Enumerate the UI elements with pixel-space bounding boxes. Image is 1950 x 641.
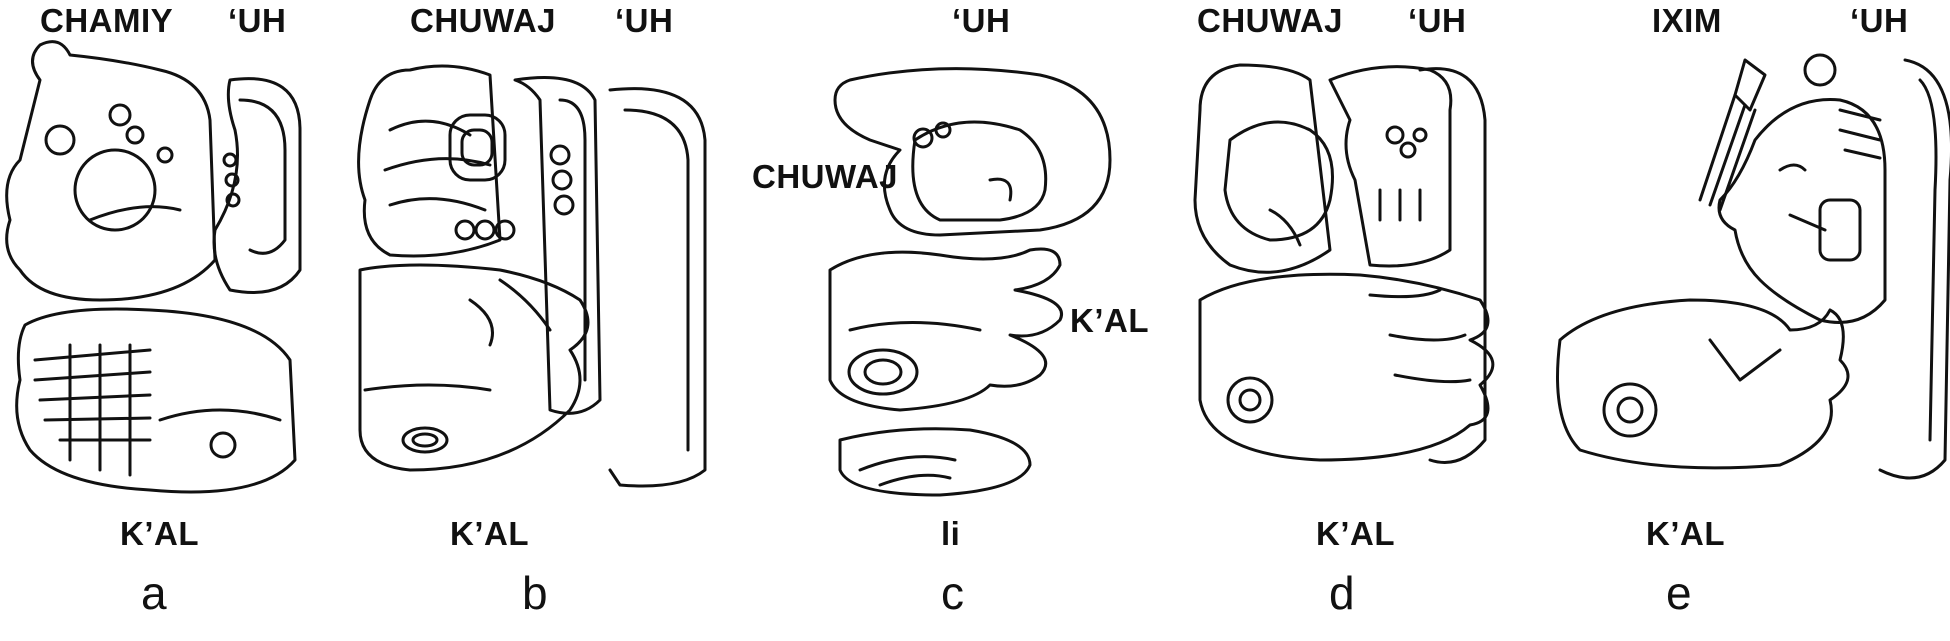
panel-letter-b: b	[522, 567, 548, 619]
glyph-drawing-c	[828, 67, 1112, 497]
panel-letter-a: a	[141, 567, 167, 619]
label-chamiy: CHAMIY	[40, 2, 174, 39]
label-chuwaj: CHUWAJ	[410, 2, 557, 39]
panel-e: IXIM ‘UH K’AL e	[1540, 0, 1950, 641]
glyph-drawing-e	[1556, 53, 1950, 480]
glyph-drawing-a	[5, 40, 302, 494]
panel-b: CHUWAJ ‘UH K’AL b	[350, 0, 720, 641]
panel-a: CHAMIY ‘UH K’AL a	[0, 0, 320, 641]
label-kal: K’AL	[1646, 515, 1725, 552]
panel-d: CHUWAJ ‘UH K’AL d	[1180, 0, 1540, 641]
glyph-drawing-b	[357, 64, 707, 488]
label-ixim: IXIM	[1652, 2, 1722, 39]
panel-letter-e: e	[1666, 567, 1692, 619]
label-kal: K’AL	[450, 515, 529, 552]
glyph-drawing-d	[1193, 63, 1495, 464]
label-chuwaj-side: CHUWAJ	[752, 158, 899, 195]
label-uh: ‘UH	[1850, 2, 1909, 39]
label-uh: ‘UH	[952, 2, 1011, 39]
label-kal: K’AL	[120, 515, 199, 552]
label-uh: ‘UH	[615, 2, 674, 39]
label-chuwaj: CHUWAJ	[1197, 2, 1344, 39]
label-li: li	[941, 515, 961, 552]
panel-c: ‘UH CHUWAJ K’AL li c	[740, 0, 1160, 641]
panel-letter-c: c	[941, 567, 964, 619]
label-uh: ‘UH	[228, 2, 287, 39]
label-kal: K’AL	[1316, 515, 1395, 552]
label-uh: ‘UH	[1408, 2, 1467, 39]
panel-letter-d: d	[1329, 567, 1355, 619]
label-kal-side: K’AL	[1070, 302, 1149, 339]
